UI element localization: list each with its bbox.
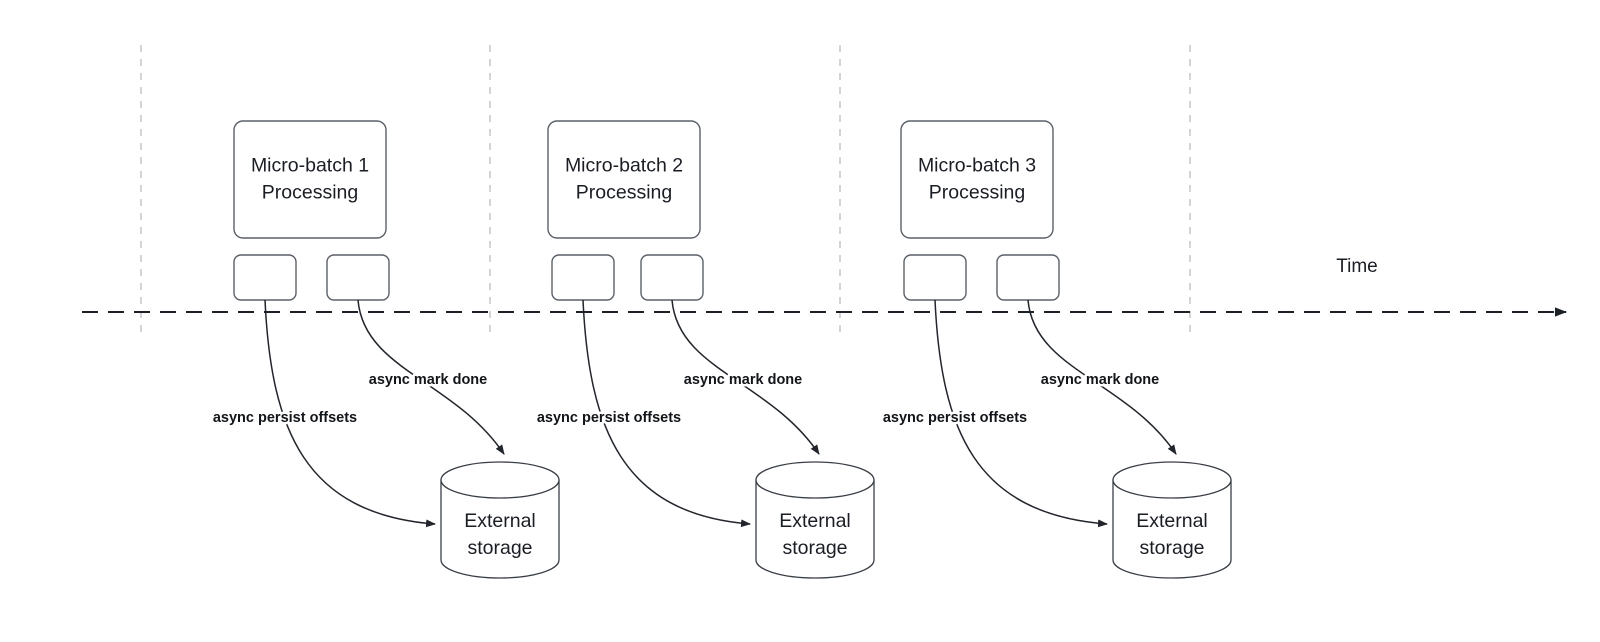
edge-labels: async persist offsets async mark done asyn… [210, 369, 1161, 428]
async-mark-done-edge-label: async mark done [369, 372, 487, 388]
mark-done-task-box[interactable] [996, 254, 1060, 301]
micro-batch-processing-box[interactable] [233, 120, 387, 239]
async-mark-done-edge-label: async mark done [1041, 372, 1159, 388]
cylinder-body [1112, 479, 1232, 579]
micro-batch-title-line1: Micro-batch 3 [918, 155, 1036, 177]
async-persist-offsets-edge-label: async persist offsets [537, 410, 681, 426]
storage-label-line2: storage [782, 537, 847, 559]
async-persist-offsets-arrow-3 [934, 299, 1108, 528]
async-persist-offsets-arrow-1 [264, 299, 436, 528]
async-mark-done-arrow-3 [1027, 299, 1177, 455]
cylinder-body [755, 479, 875, 579]
external-storage-cylinder[interactable]: External storage [755, 461, 875, 579]
micro-batch-title-line2: Processing [576, 182, 672, 204]
persist-offsets-task-box[interactable] [551, 254, 615, 301]
batch-boundary-gridlines [140, 45, 1191, 336]
time-axis-label: Time [1336, 256, 1378, 277]
batch-groups: Micro-batch 1ProcessingExternalstorageMi… [233, 120, 1232, 579]
async-persist-offsets-edge-label: async persist offsets [213, 410, 357, 426]
external-storage-cylinder[interactable]: External storage [1112, 461, 1232, 579]
storage-label-line1: External [464, 510, 536, 532]
cylinder-top [755, 461, 875, 499]
storage-label-line1: External [779, 510, 851, 532]
storage-label-line2: storage [467, 537, 532, 559]
async-persist-offsets-edge-label: async persist offsets [883, 410, 1027, 426]
async-flow-edges [264, 299, 1177, 528]
micro-batch-title-line1: Micro-batch 1 [251, 155, 369, 177]
async-persist-offsets-arrow-2 [582, 299, 751, 528]
micro-batch-title-line2: Processing [929, 182, 1025, 204]
storage-label-line1: External [1136, 510, 1208, 532]
external-storage-cylinder[interactable]: External storage [440, 461, 560, 579]
persist-offsets-task-box[interactable] [903, 254, 967, 301]
micro-batch-title-line1: Micro-batch 2 [565, 155, 683, 177]
async-mark-done-arrow-2 [671, 299, 820, 455]
micro-batch-title-line2: Processing [262, 182, 358, 204]
async-mark-done-arrow-1 [357, 299, 505, 455]
persist-offsets-task-box[interactable] [233, 254, 297, 301]
cylinder-top [1112, 461, 1232, 499]
async-mark-done-edge-label: async mark done [684, 372, 802, 388]
cylinder-top [440, 461, 560, 499]
cylinder-body [440, 479, 560, 579]
time-axis: Time [82, 256, 1567, 317]
micro-batch-processing-box[interactable] [547, 120, 701, 239]
micro-batch-processing-box[interactable] [900, 120, 1054, 239]
mark-done-task-box[interactable] [326, 254, 390, 301]
storage-label-line2: storage [1139, 537, 1204, 559]
mark-done-task-box[interactable] [640, 254, 704, 301]
